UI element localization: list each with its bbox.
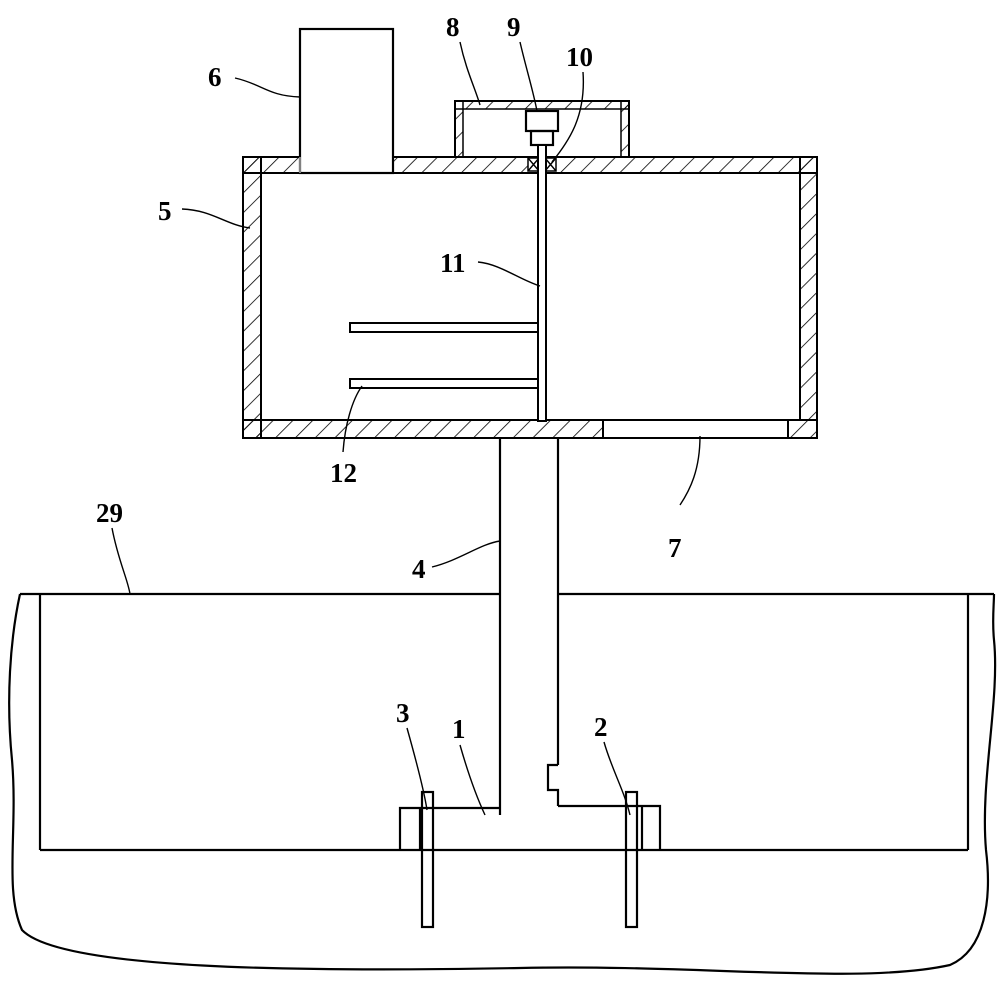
anchor-bolt-right <box>624 790 639 929</box>
stirring-shaft <box>537 144 547 422</box>
label-11: 11 <box>440 248 466 278</box>
leader-lines <box>111 41 701 816</box>
label-12: 12 <box>330 458 357 488</box>
label-3: 3 <box>396 698 410 728</box>
anchor-bolt-left <box>420 790 435 929</box>
upper-box <box>242 156 818 439</box>
column <box>498 438 560 815</box>
base-plate <box>398 804 662 850</box>
label-4: 4 <box>412 554 426 584</box>
inlet-pipe <box>298 27 395 175</box>
label-2: 2 <box>594 712 608 742</box>
label-6: 6 <box>208 62 222 92</box>
label-7: 7 <box>668 533 682 563</box>
label-5: 5 <box>158 196 172 226</box>
label-10: 10 <box>566 42 593 72</box>
label-9: 9 <box>507 12 521 42</box>
label-1: 1 <box>452 714 466 744</box>
ground-base <box>8 592 997 975</box>
stirring-blades <box>349 322 539 389</box>
part-labels: 6 5 8 9 10 11 12 7 29 4 3 1 2 <box>96 12 682 744</box>
label-29: 29 <box>96 498 123 528</box>
label-8: 8 <box>446 12 460 42</box>
